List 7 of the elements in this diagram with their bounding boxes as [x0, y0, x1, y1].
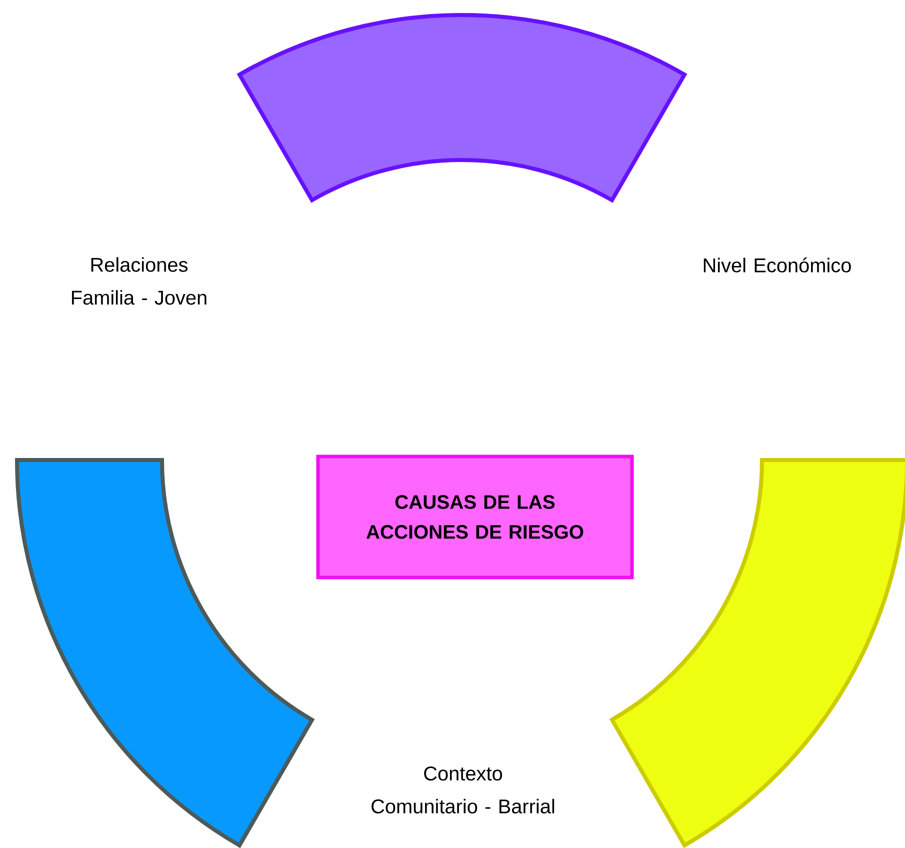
arc-segment	[238, 13, 686, 202]
category-label: Relaciones Familia - Joven	[72, 257, 206, 305]
title-box: CAUSAS DE LAS ACCIONES DE RIESGO	[316, 454, 634, 580]
arc-segment	[15, 458, 314, 848]
category-label: Contexto Comunitario - Barrial	[372, 766, 554, 814]
category-label: Nivel Económico	[704, 258, 851, 272]
arc-segment	[610, 458, 905, 848]
